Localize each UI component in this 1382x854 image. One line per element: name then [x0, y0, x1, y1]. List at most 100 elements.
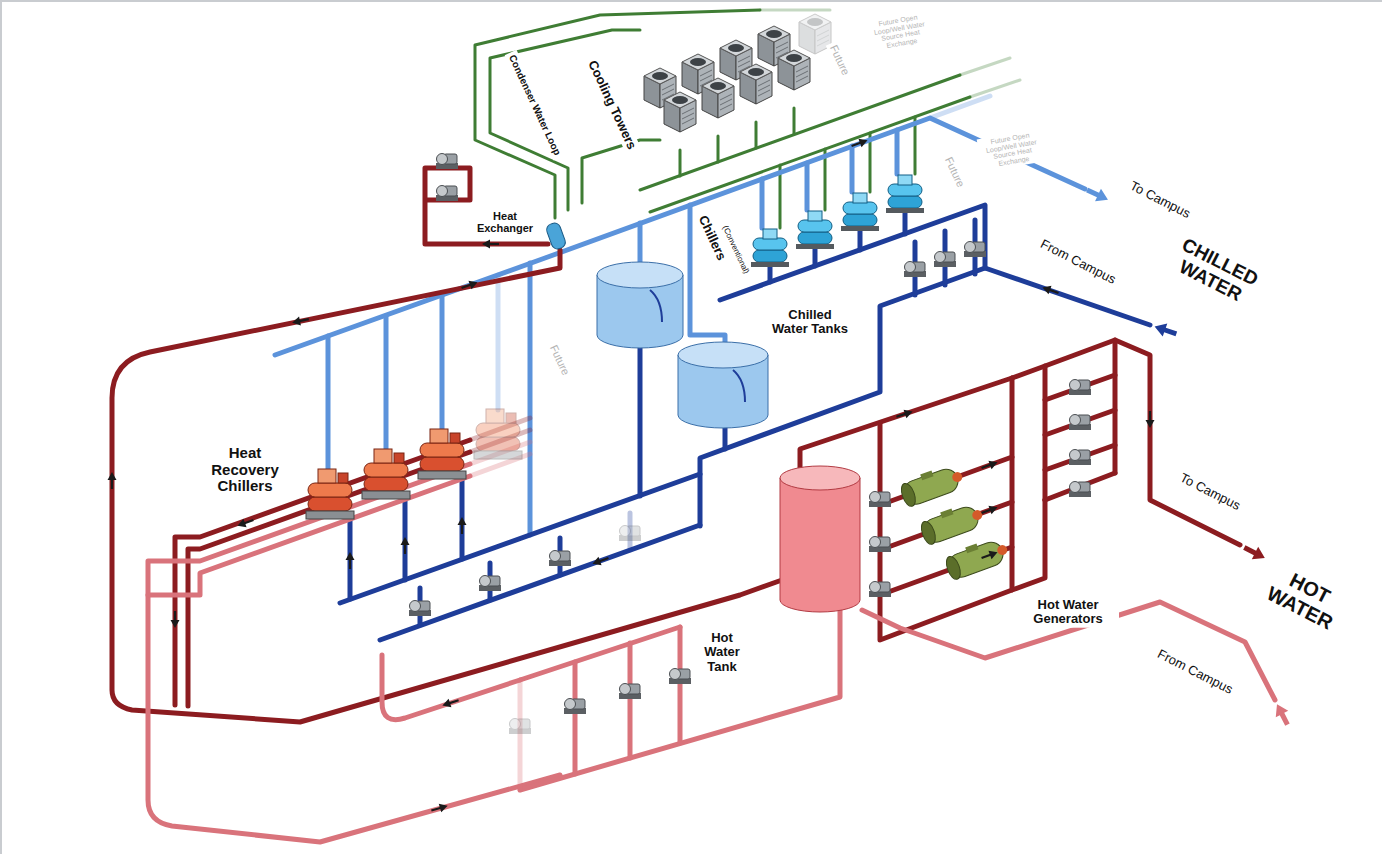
future-note: Future Open Loop/Well Water Source Heat … — [865, 10, 936, 54]
chiller-symbol — [886, 175, 924, 213]
flow-label: To Campus — [1174, 468, 1245, 515]
flow-arrow — [850, 136, 869, 150]
pump-symbol — [869, 537, 891, 553]
flow-arrow — [980, 548, 999, 562]
condenser-water-pipe — [760, 10, 1020, 97]
flow-arrow — [460, 278, 479, 292]
flow-label: To Campus — [1124, 176, 1195, 223]
pump-symbol — [509, 719, 531, 735]
hot-supply-pipe — [800, 378, 1012, 468]
equipment-label: Hot Water Tank — [695, 630, 749, 675]
flow-arrow — [108, 136, 1155, 815]
flow-label: From Campus — [1152, 645, 1238, 700]
campus-arrow — [1152, 320, 1178, 341]
flow-arrow — [236, 516, 255, 530]
hot-return-pipe — [148, 442, 1275, 842]
loop-label: Condenser Water Loop — [505, 50, 566, 160]
hot-return-pipe — [575, 627, 680, 774]
pump-symbol — [869, 492, 891, 508]
flow-arrow — [1041, 283, 1060, 297]
condenser-water-pipe — [640, 75, 960, 190]
flow-label: From Campus — [1035, 235, 1121, 290]
equipment-label: Heat Recovery Chillers — [195, 444, 296, 496]
flow-arrow — [1146, 411, 1155, 428]
future-label: Future — [826, 40, 855, 80]
hot-water-tank — [780, 466, 860, 490]
flow-arrow — [980, 458, 999, 472]
flow-arrow — [441, 696, 460, 710]
chilled-supply-pipe — [275, 118, 1085, 355]
pump-symbol — [1069, 482, 1091, 498]
pump-symbol — [904, 262, 926, 278]
hot-supply-pipe — [1045, 375, 1115, 500]
hot-return-pipe — [148, 464, 560, 842]
equipment-label: Hot Water Generators — [1017, 597, 1119, 628]
heat-recovery-chiller — [306, 469, 354, 519]
flow-arrow — [458, 517, 467, 534]
chilled-water-tank — [650, 290, 662, 322]
pump-symbol — [669, 669, 691, 685]
hot-supply-pipe — [1012, 500, 1045, 590]
heat-exchanger-symbol — [545, 221, 567, 250]
pump-symbol — [1069, 450, 1091, 466]
campus-arrow — [1271, 701, 1294, 728]
cooling-tower — [644, 14, 831, 132]
future-label: Future — [546, 340, 575, 380]
pump-symbol — [869, 582, 891, 598]
hot-water-generator — [898, 461, 966, 508]
cooling-tower — [664, 92, 696, 132]
flow-arrow — [430, 801, 449, 814]
pump-symbol — [436, 154, 458, 170]
flow-arrow — [108, 472, 117, 489]
heat-recovery-chiller — [418, 429, 466, 479]
campus-arrow — [1084, 184, 1111, 206]
hot-water-generator — [898, 461, 1011, 581]
pump-symbol — [549, 551, 571, 567]
cooling-tower — [778, 50, 810, 90]
chilled-supply-pipe — [498, 96, 990, 410]
pump-symbol — [409, 601, 431, 617]
hot-return-pipe — [382, 655, 520, 720]
condenser-water-pipe — [680, 108, 794, 176]
hot-water-generator — [918, 499, 986, 546]
chiller-symbol — [841, 193, 879, 231]
pump-symbol — [619, 526, 641, 542]
flow-arrow — [401, 537, 410, 554]
condenser-water-pipe — [650, 97, 970, 212]
chilled-water-tank — [597, 262, 768, 428]
flow-arrow — [482, 240, 499, 249]
chiller-symbol — [751, 175, 924, 267]
flow-arrow — [591, 554, 610, 568]
chilled-return-pipe — [770, 212, 905, 282]
chilled-return-pipe — [420, 538, 560, 625]
hot-return-pipe — [520, 627, 680, 680]
chilled-supply-pipe — [762, 130, 897, 228]
hot-return-pipe — [518, 680, 523, 790]
pump-symbol — [964, 242, 986, 258]
chilled-water-tank — [597, 262, 683, 288]
condenser-water-pipe — [582, 140, 660, 203]
hot-return-pipe — [520, 610, 840, 790]
hot-supply-pipe — [425, 168, 548, 244]
hot-water-generator — [943, 534, 1011, 581]
flow-arrow — [980, 503, 999, 517]
flow-arrow — [346, 552, 355, 569]
chilled-return-pipe — [340, 205, 1150, 640]
future-label: Future — [941, 152, 970, 192]
equipment-label: Heat Exchanger — [471, 209, 539, 235]
heat-recovery-chiller — [362, 449, 410, 499]
future-note: Future Open Loop/Well Water Source Heat … — [977, 128, 1048, 172]
heat-recovery-chiller — [306, 409, 522, 519]
campus-arrow — [1084, 184, 1294, 728]
cooling-tower — [702, 78, 734, 118]
hot-supply-pipe — [1045, 340, 1115, 500]
hot-water-tank — [780, 478, 860, 612]
hot-water-tank — [780, 466, 860, 612]
pump-symbol — [619, 684, 641, 700]
heat-recovery-chiller — [474, 409, 522, 459]
chiller-symbol — [751, 229, 789, 267]
pump-symbol — [564, 699, 586, 715]
